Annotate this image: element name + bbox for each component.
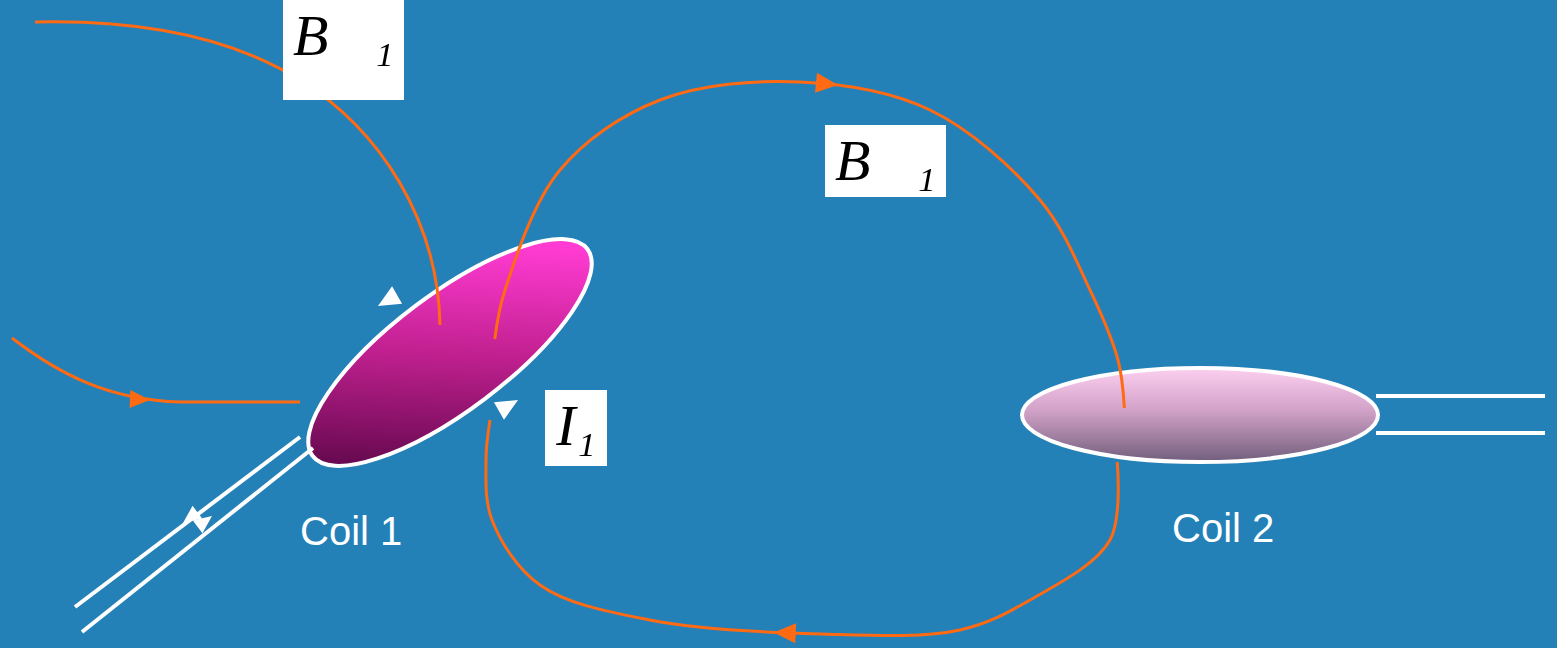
current-arrowhead [193, 510, 217, 534]
field-line [12, 338, 300, 402]
symbol-label: B⃗₁ [283, 0, 404, 100]
coil-shape [1020, 365, 1380, 465]
lead-wire [82, 448, 313, 632]
current-arrowhead [373, 286, 402, 314]
coil-outline [1022, 368, 1378, 462]
field-arrowhead [815, 73, 839, 95]
coil-name: Coil 1 [300, 508, 402, 554]
coil: Coil 2 [1020, 365, 1380, 465]
field-arrowhead [130, 390, 151, 409]
symbol-label: I₁ [545, 390, 607, 466]
field-line [495, 73, 1125, 408]
coil-outline [278, 203, 623, 503]
coil-name: Coil 2 [1172, 505, 1274, 551]
field-line-path [495, 82, 1125, 408]
lead-wire [1376, 394, 1545, 398]
lead-wire [75, 437, 300, 607]
field-label: B⃗₁ [825, 125, 946, 197]
field-arrowhead [773, 622, 796, 643]
lead-wire [1376, 431, 1545, 435]
current-arrowhead [494, 391, 523, 419]
